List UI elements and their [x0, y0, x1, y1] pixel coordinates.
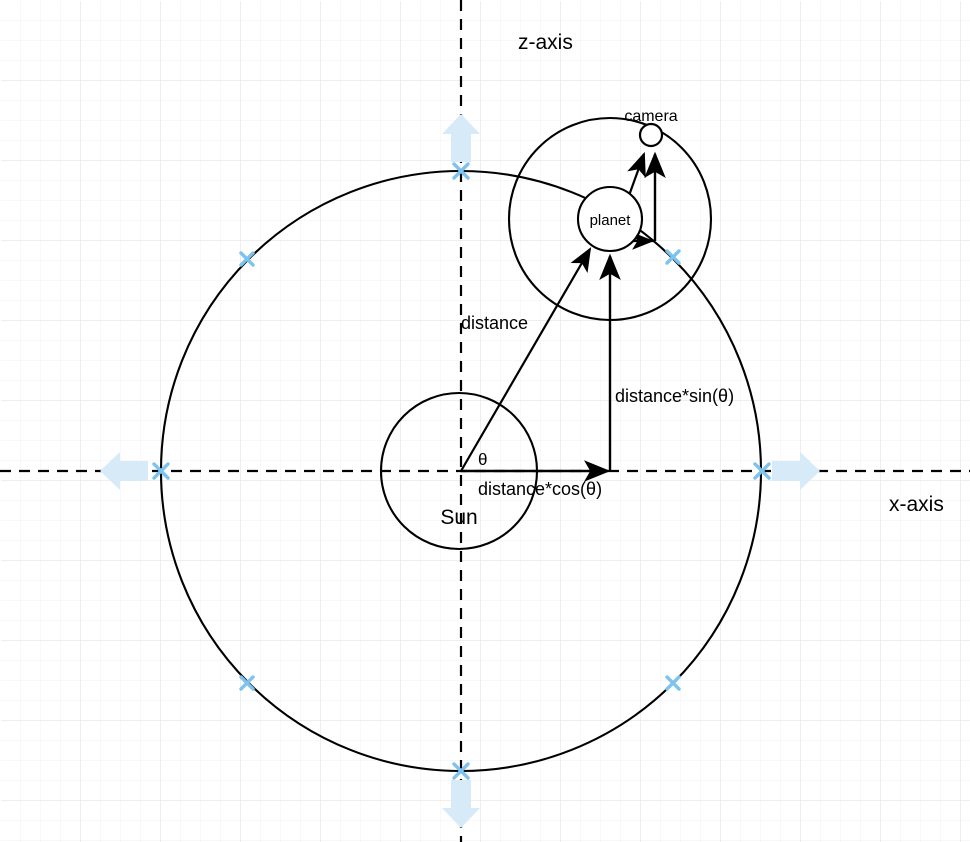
- orbit-axis-marker-right: [753, 462, 771, 480]
- x-axis-hint-arrow-left: [100, 452, 148, 490]
- label-group: z-axis x-axis camera planet Sun distance…: [440, 31, 944, 529]
- z-axis-hint-arrow-down: [442, 780, 480, 828]
- vector-group: [460, 247, 621, 482]
- theta-label: θ: [478, 450, 487, 469]
- distance-label: distance: [461, 313, 528, 333]
- orbit-marker-lower-right: [665, 675, 681, 691]
- orbit-marker-lower-left: [239, 675, 255, 691]
- body-group: [379, 122, 664, 551]
- x-axis-hint-arrow-right: [772, 452, 820, 490]
- orbit-marker-upper-left: [239, 251, 255, 267]
- camera-orbit-marker: [665, 249, 681, 265]
- distance-sin-label: distance*sin(θ): [615, 386, 734, 406]
- orbit-axis-marker-bottom: [452, 762, 470, 780]
- planet-label: planet: [590, 212, 632, 229]
- camera-circle: [638, 122, 664, 148]
- orbit-axis-marker-left: [152, 462, 170, 480]
- z-axis-hint-arrow-up: [442, 114, 480, 162]
- orbit-axis-marker-top: [452, 162, 470, 180]
- cross-marker-group: [152, 162, 771, 780]
- x-axis-label: x-axis: [889, 493, 944, 516]
- distance-cos-label: distance*cos(θ): [478, 479, 602, 499]
- sun-circle: [379, 391, 539, 551]
- camera-label: camera: [624, 108, 677, 125]
- planet-circle: [576, 185, 644, 253]
- z-axis-label: z-axis: [518, 31, 573, 54]
- axis-hint-arrow-group: [100, 114, 820, 828]
- sun-label: Sun: [440, 506, 477, 529]
- distance-vector: [460, 247, 592, 472]
